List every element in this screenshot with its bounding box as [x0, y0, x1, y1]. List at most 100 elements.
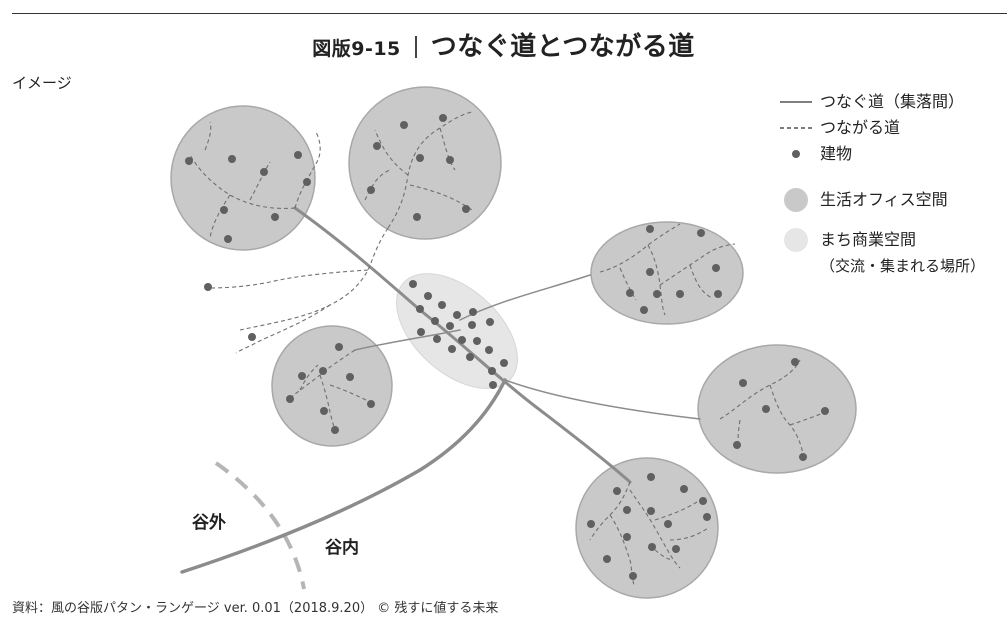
linked-road	[374, 129, 409, 176]
linked-road	[629, 489, 681, 569]
legend-label-connecting-road: つなぐ道（集落間）	[820, 92, 965, 111]
linked-road	[294, 131, 321, 209]
linked-road	[609, 514, 635, 586]
building-dot	[603, 555, 611, 563]
linked-road	[619, 267, 637, 301]
connecting-road-to-left-middle	[354, 329, 461, 351]
linked-road	[719, 359, 801, 420]
building-dot	[286, 395, 294, 403]
building-dot	[468, 321, 476, 329]
image-label: イメージ	[12, 74, 72, 92]
building-dot	[648, 543, 656, 551]
linked-road	[599, 223, 681, 273]
linked-road	[235, 304, 331, 354]
building-dot	[448, 345, 456, 353]
building-dot	[640, 306, 648, 314]
building-dot	[697, 229, 705, 237]
connecting-road-diagonal	[293, 206, 632, 484]
linked-road	[249, 161, 271, 201]
building-dot	[653, 290, 661, 298]
building-dot	[409, 280, 417, 288]
linked-road	[647, 244, 666, 316]
building-dot	[703, 513, 711, 521]
building-dot	[799, 453, 807, 461]
building-dot	[346, 373, 354, 381]
legend-note-commerce-space: （交流・集まれる場所）	[820, 257, 986, 275]
linked-road	[669, 527, 709, 541]
building-dot	[646, 268, 654, 276]
linked-road	[204, 121, 212, 151]
building-dot	[469, 308, 477, 316]
building-dot	[712, 264, 720, 272]
building-dot	[733, 441, 741, 449]
building-dot	[367, 400, 375, 408]
building-dot	[431, 317, 439, 325]
building-dot	[271, 213, 279, 221]
building-dot	[320, 407, 328, 415]
building-dot	[486, 318, 494, 326]
building-dot	[373, 142, 381, 150]
legend-label-office-space: 生活オフィス空間	[820, 190, 948, 209]
linked-road	[689, 264, 713, 299]
linked-road	[439, 127, 456, 171]
linked-road	[659, 243, 736, 286]
building-dot	[335, 343, 343, 351]
building-dot	[416, 154, 424, 162]
building-dot	[739, 379, 747, 387]
legend-label-linked-road: つながる道	[820, 118, 901, 137]
building-dot	[416, 305, 424, 313]
building-dot	[438, 301, 446, 309]
building-dot	[646, 225, 654, 233]
title-separator	[414, 36, 417, 58]
building-dot	[204, 283, 212, 291]
building-dot	[488, 367, 496, 375]
linked-road	[239, 227, 389, 331]
building-dot	[466, 353, 474, 361]
building-dot	[248, 333, 256, 341]
building-dot	[331, 426, 339, 434]
solid-line-icon	[780, 101, 812, 103]
light-gray-circle-icon	[784, 228, 808, 252]
building-dot	[224, 235, 232, 243]
connecting-road-to-right-middle	[504, 379, 701, 420]
building-dot	[413, 213, 421, 221]
valley-boundary-line	[214, 461, 306, 590]
office-cluster-bottom-right	[575, 457, 719, 599]
building-dot	[439, 114, 447, 122]
building-dot	[672, 545, 680, 553]
linked-road	[319, 374, 337, 433]
top-rule	[12, 13, 1007, 14]
building-dot	[417, 328, 425, 336]
building-dot	[821, 407, 829, 415]
building-dot	[587, 520, 595, 528]
building-dot	[613, 487, 621, 495]
building-dot	[400, 121, 408, 129]
figure-number: 図版9-15	[312, 38, 401, 60]
office-cluster-right-middle	[697, 344, 857, 474]
building-dot	[629, 572, 637, 580]
building-dot	[762, 405, 770, 413]
building-dot	[473, 337, 481, 345]
building-dot	[298, 372, 306, 380]
building-dot	[185, 157, 193, 165]
linked-road	[387, 111, 473, 229]
building-dot	[319, 367, 327, 375]
connecting-road-main-valley	[180, 378, 507, 574]
building-dot	[623, 506, 631, 514]
legend-label-building: 建物	[820, 144, 853, 163]
building-dot	[446, 156, 454, 164]
building-dot	[433, 335, 441, 343]
dashed-line-icon	[780, 127, 812, 129]
building-dot	[228, 155, 236, 163]
building-dot	[647, 473, 655, 481]
building-dot	[260, 168, 268, 176]
building-dot	[680, 485, 688, 493]
building-dot	[647, 507, 655, 515]
building-dot	[626, 289, 634, 297]
linked-road	[329, 384, 371, 403]
building-dot	[623, 533, 631, 541]
linked-road	[654, 499, 701, 521]
building-dot-icon	[792, 150, 800, 158]
building-dot	[446, 322, 454, 330]
buildings	[185, 114, 829, 580]
